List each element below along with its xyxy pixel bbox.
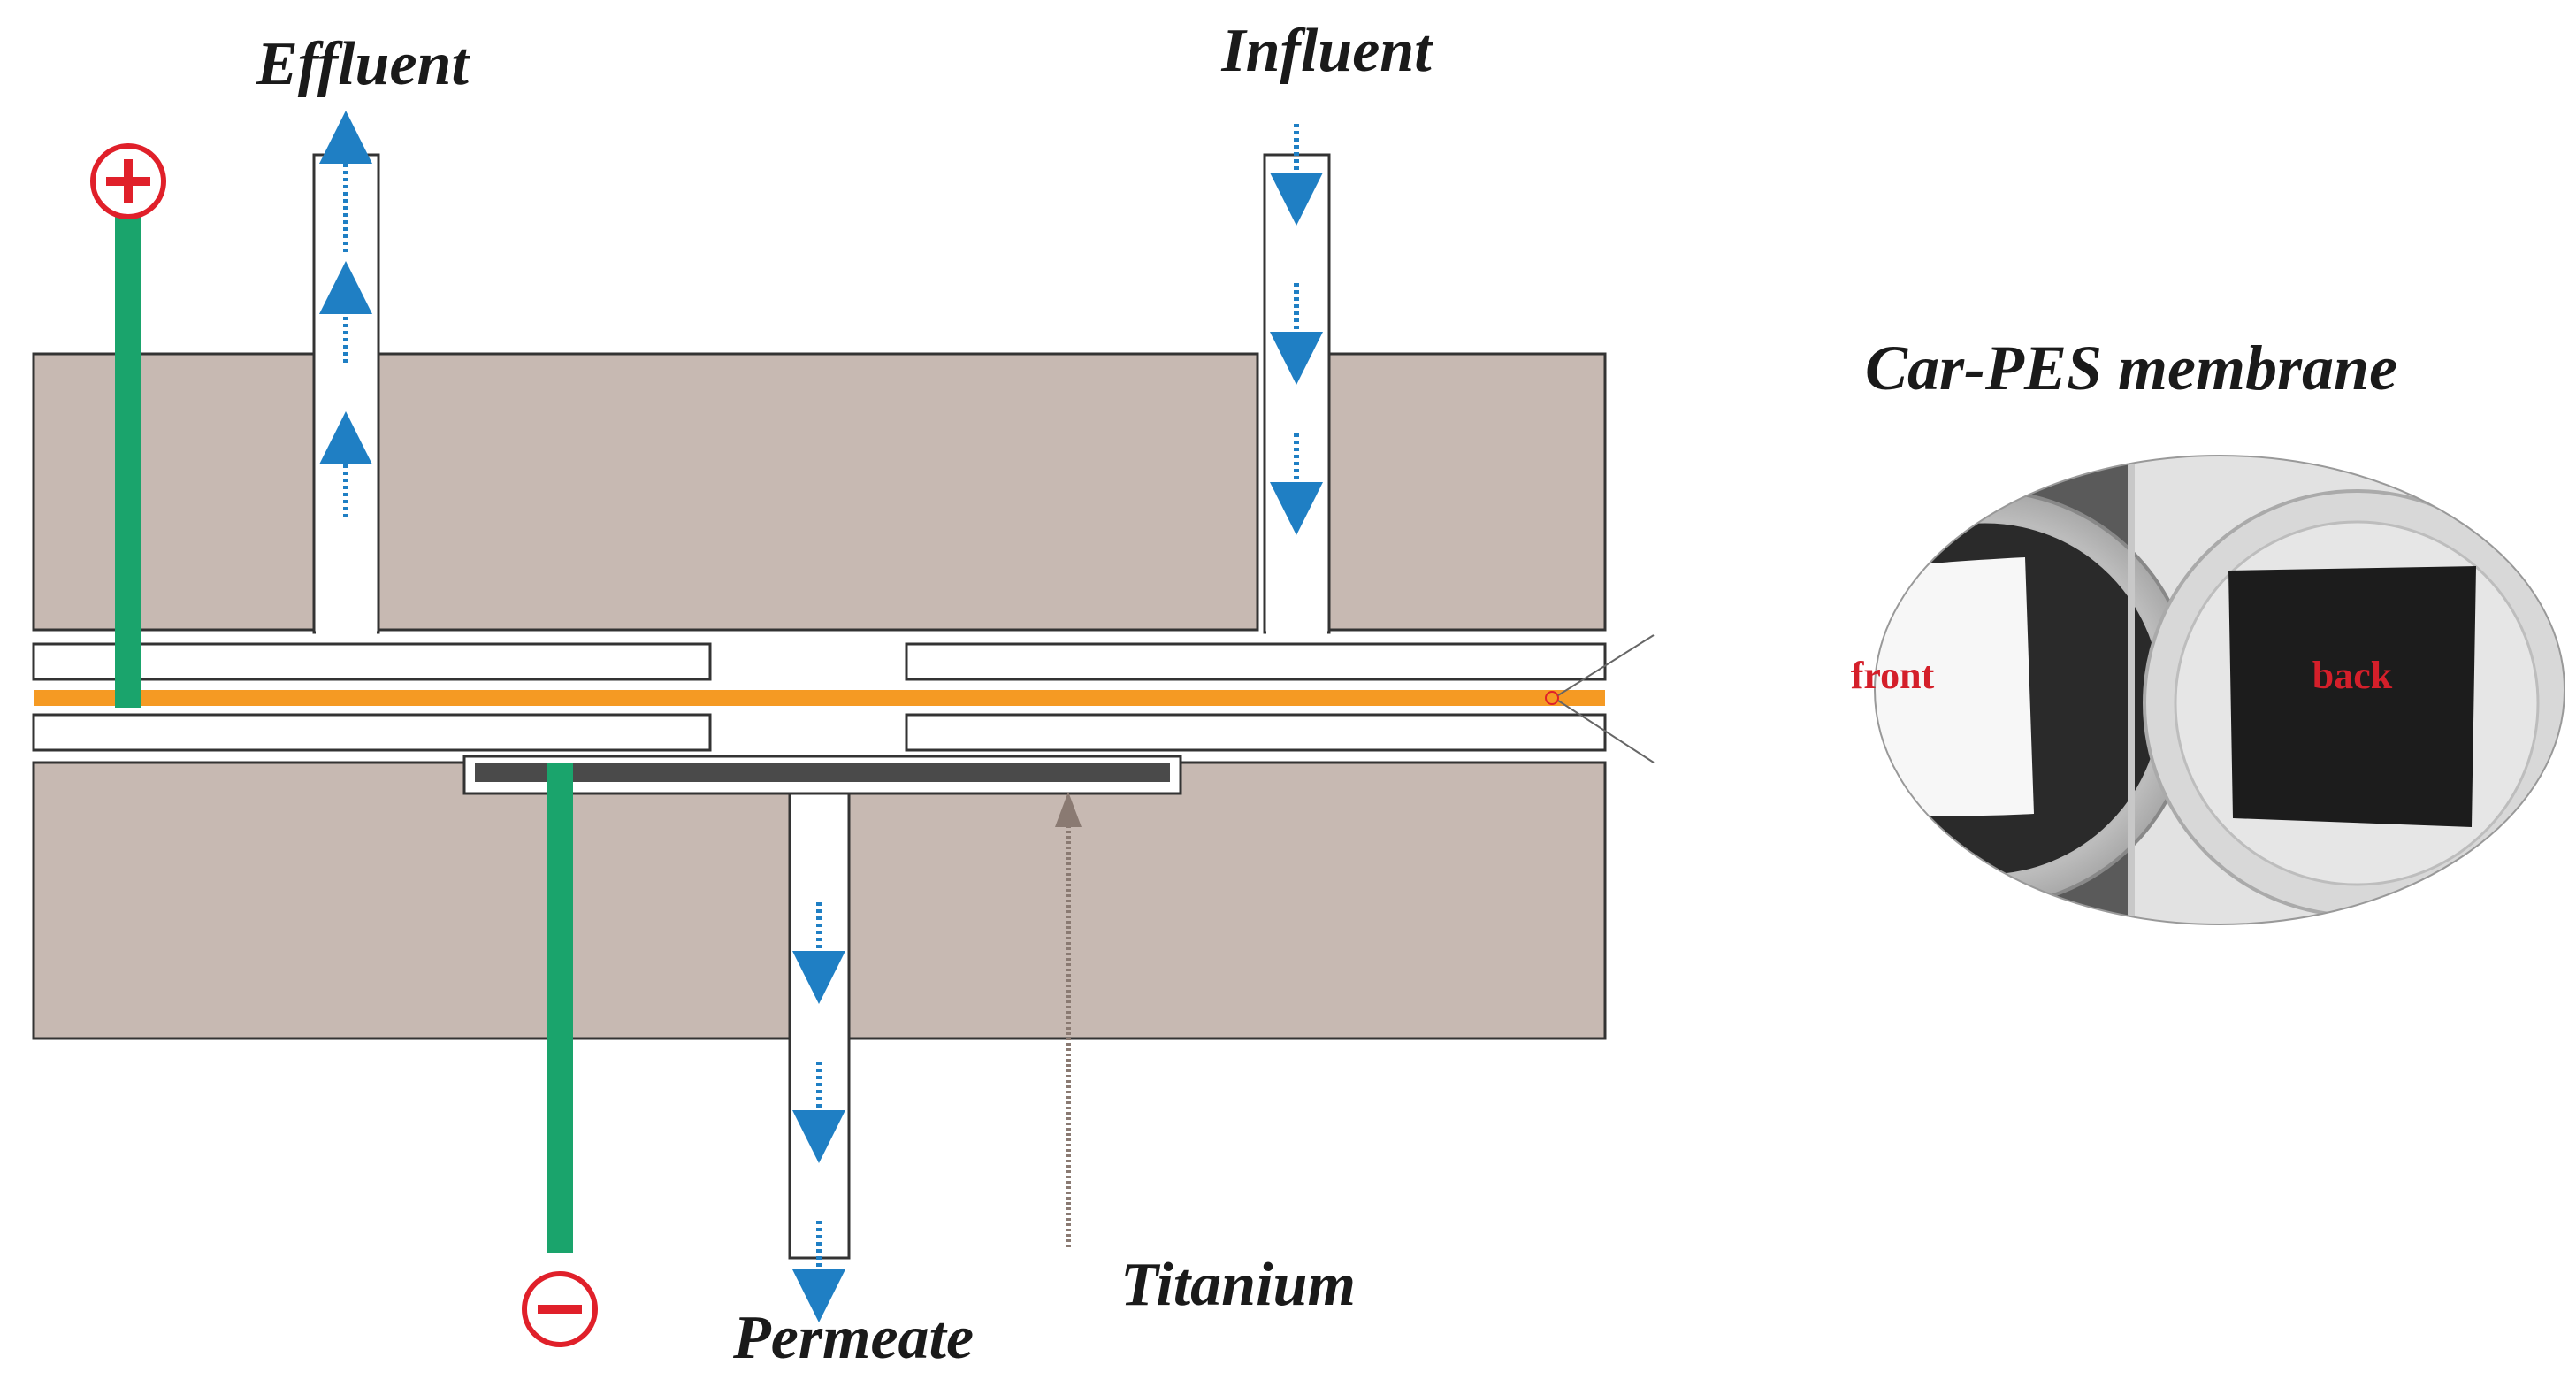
car-pes-membrane [34,690,1605,706]
minus-terminal-icon [522,1271,598,1347]
cathode-electrode [547,763,573,1254]
flow-arrow-icon [319,111,1323,1322]
anode-electrode [115,217,141,708]
front-label: front [1851,654,1935,697]
titanium-label: Titanium [1120,1251,1356,1319]
titanium-pointer [1055,792,1082,1247]
back-membrane-sample [2228,566,2476,827]
titanium-plate [475,763,1170,782]
membrane-zoom-point [1545,691,1559,705]
permeate-label: Permeate [732,1304,974,1372]
effluent-label: Effluent [256,30,470,98]
plus-terminal-icon [90,143,166,219]
back-label: back [2312,654,2393,697]
spacer-plates [32,642,1607,752]
effluent-channel [312,153,380,634]
membrane-title: Car-PES membrane [1865,333,2397,403]
influent-label: Influent [1220,17,1433,85]
upper-block [32,352,1607,632]
permeate-channel [788,761,851,1260]
influent-channel [1263,153,1331,634]
lower-block [32,761,1607,1040]
